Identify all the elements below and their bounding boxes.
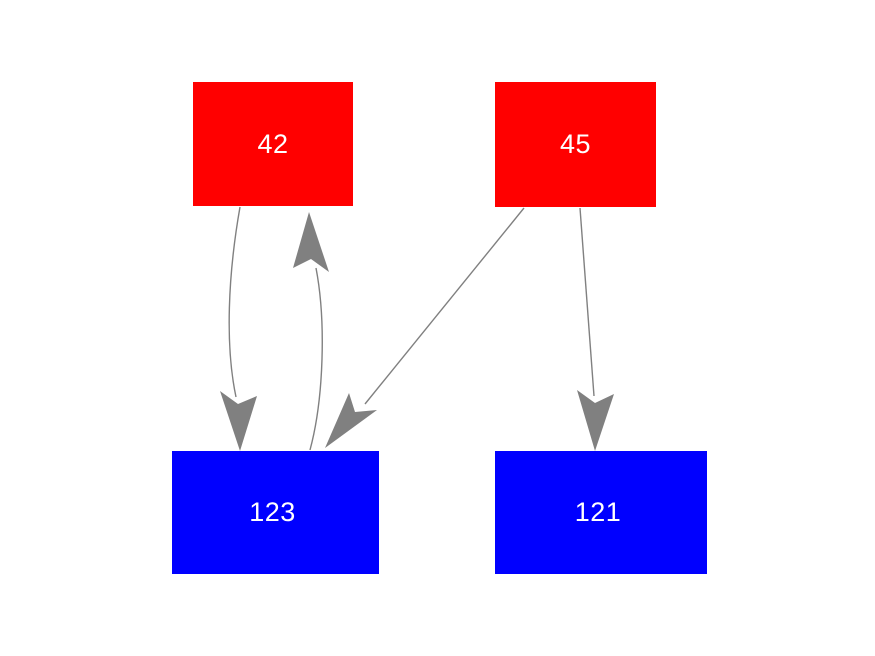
graph-node-121[interactable]: 121 (495, 451, 707, 574)
graph-node-45-label: 45 (559, 129, 592, 159)
edge-45-to-121[interactable] (577, 207, 614, 451)
edge-45-to-123[interactable] (325, 207, 525, 448)
edge-123-to-42-arrowhead (293, 212, 329, 272)
edge-42-to-123[interactable] (220, 206, 257, 451)
edge-45-to-121-arrowhead (577, 390, 614, 451)
graph-node-123[interactable]: 123 (172, 451, 379, 574)
graph-node-123-label: 123 (249, 497, 296, 527)
edge-123-to-42[interactable] (293, 212, 329, 451)
edge-45-to-123-arrowhead (325, 393, 377, 448)
edge-42-to-123-arrowhead (220, 391, 257, 451)
edge-123-to-42-line (309, 267, 323, 451)
edge-45-to-123-line (364, 207, 525, 405)
graph-node-42[interactable]: 42 (193, 82, 353, 206)
edge-45-to-121-line (579, 207, 595, 397)
edge-42-to-123-line (228, 206, 241, 398)
graph-node-121-label: 121 (574, 497, 622, 527)
graph-node-42-label: 42 (257, 128, 289, 159)
graph-node-45[interactable]: 45 (495, 82, 656, 207)
